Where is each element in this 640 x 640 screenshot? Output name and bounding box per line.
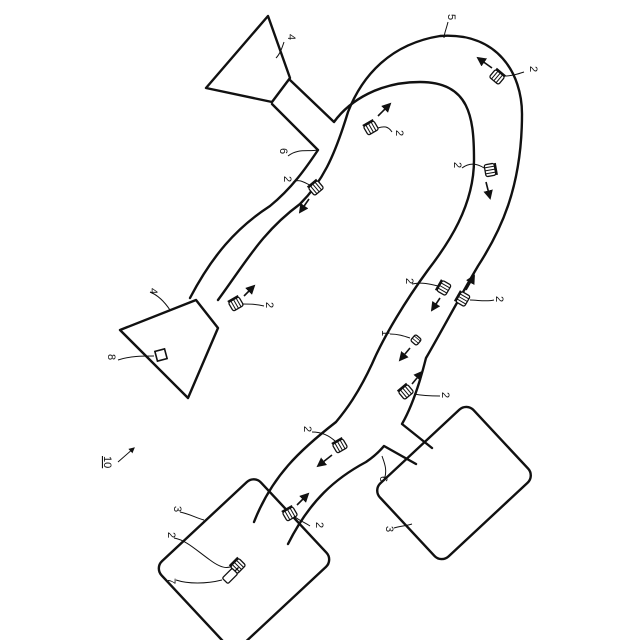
label-cart: 7 — [165, 578, 177, 584]
label-station-right: 3 — [383, 526, 395, 532]
arrow-vehicle-one — [400, 348, 410, 360]
label-vehicle-e: 2 — [263, 302, 275, 308]
label-vehicle-d: 2 — [281, 176, 293, 182]
label-road: 5 — [445, 14, 457, 20]
label-vehicle-f: 2 — [403, 278, 415, 284]
road-inner-loop — [254, 80, 474, 522]
label-vehicle-a: 2 — [527, 66, 539, 72]
label-object: 8 — [105, 354, 117, 360]
road-outer-boundary — [218, 36, 522, 448]
station-lower — [155, 475, 334, 640]
arrow-left-lower — [244, 286, 254, 296]
label-vehicle-g: 2 — [493, 296, 505, 302]
arrow-lower-left — [318, 455, 332, 466]
label-vehicle-i: 2 — [301, 426, 313, 432]
label-vehicle-b: 2 — [393, 130, 405, 136]
vehicle-left-lower — [227, 295, 243, 311]
funnel-lower — [120, 300, 218, 398]
vehicle-center-a — [435, 279, 451, 295]
label-station-lower: 3 — [171, 506, 183, 512]
label-vehicle-h: 2 — [439, 392, 451, 398]
label-reference: 10 — [101, 456, 113, 468]
vehicle-lower-mid — [397, 383, 414, 400]
reference-numerals: 5 4 4 6 6 2 2 2 2 2 2 2 2 2 2 2 1 3 3 7 … — [101, 14, 539, 584]
vehicle-right-mid — [484, 163, 498, 177]
label-vehicle-k: 2 — [165, 532, 177, 538]
label-vehicle-j: 2 — [313, 522, 325, 528]
road-inner-boundary — [190, 104, 318, 298]
arrow-right-mid — [486, 182, 490, 198]
label-vehicle-one: 1 — [379, 330, 391, 336]
station-right — [373, 403, 535, 563]
arrow-upper-right — [478, 58, 492, 68]
object-square — [155, 349, 167, 361]
arrow-center-a — [432, 298, 440, 310]
funnel-upper — [206, 16, 290, 102]
label-junction-upper: 6 — [277, 148, 289, 154]
vehicle-one — [410, 334, 421, 345]
label-funnel-lower: 4 — [147, 288, 159, 294]
vehicle-upper-right — [489, 68, 506, 85]
label-funnel-upper: 4 — [285, 34, 297, 40]
arrow-bottom — [297, 494, 308, 505]
label-junction-lower: 6 — [377, 476, 389, 482]
arrow-reference — [118, 448, 134, 462]
direction-arrows — [118, 58, 492, 505]
label-vehicle-c: 2 — [451, 162, 463, 168]
arrow-upper-left — [378, 104, 390, 116]
vehicle-upper-left — [362, 119, 378, 135]
